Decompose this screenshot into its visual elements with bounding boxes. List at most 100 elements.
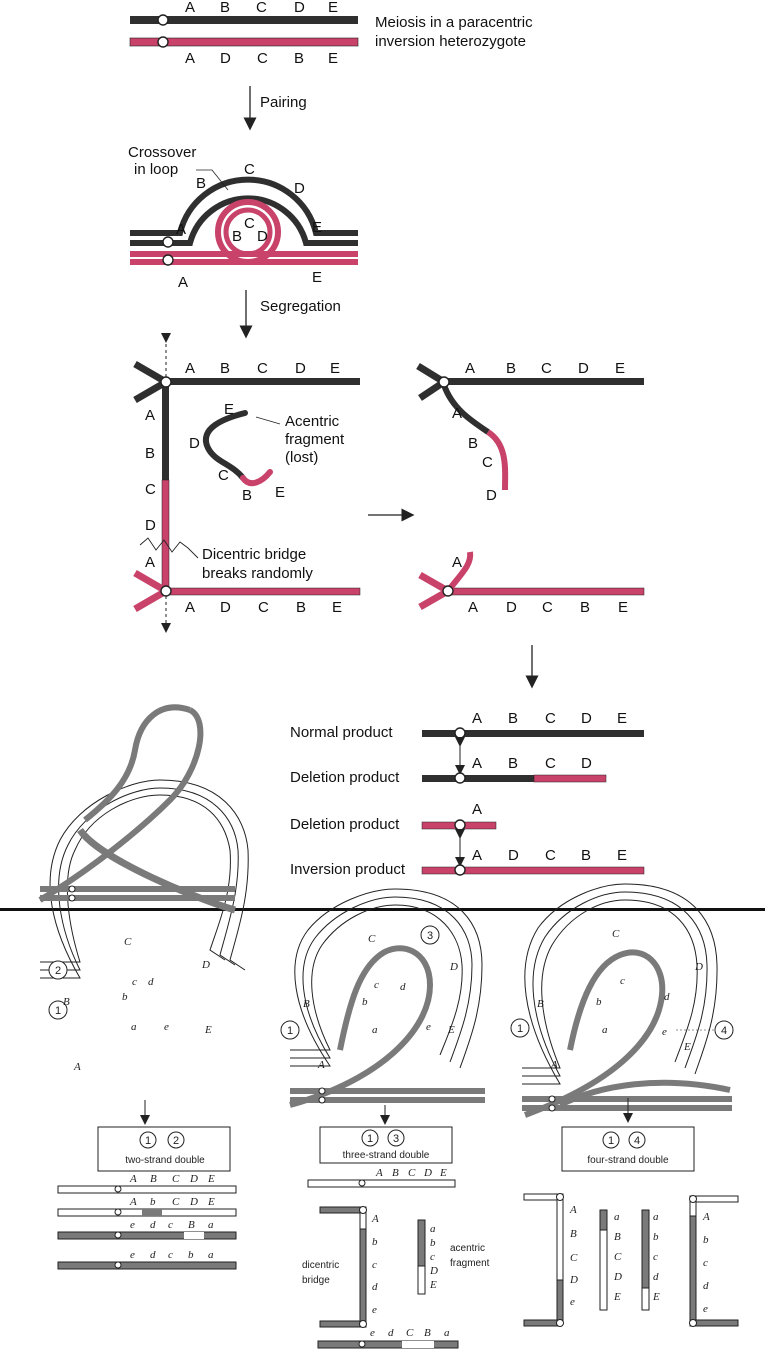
strand-letter: e [164, 1021, 169, 1033]
strand-letter: e [662, 1026, 667, 1038]
strand-letter: c [374, 979, 379, 991]
strand-letter: a [614, 1211, 620, 1223]
segregation-label: Segregation [260, 298, 341, 315]
gene-label: B [508, 755, 518, 772]
loop-label: C [244, 161, 255, 178]
strand-letter: A [317, 1059, 325, 1071]
crossover-number: 4 [721, 1025, 727, 1037]
panel-three-strand: 3 1 A B C D E a b c d e 1 3 three-strand… [280, 888, 490, 1349]
svg-text:a: a [208, 1219, 214, 1231]
strand-letters: A B C D E A b C D E e d c B a e d c b a [129, 1173, 215, 1261]
strand-letter: d [388, 1327, 394, 1339]
strand-letter: C [614, 1251, 622, 1263]
strand-letter: E [439, 1167, 447, 1179]
gene-label: E [328, 0, 338, 16]
arm-label: A [452, 554, 462, 571]
strand-letter: E [204, 1024, 212, 1036]
centromere [160, 376, 172, 388]
pairing-loop: Crossover in loop A B C D E B C D A E [128, 144, 358, 291]
strand-letter: c [653, 1251, 658, 1263]
anaphase-left: A B C D E A B C D A E D C B E Acentric f… [133, 333, 361, 633]
strand-letter: a [602, 1024, 608, 1036]
bridge-label: A [145, 407, 155, 424]
crossover-number: 1 [287, 1025, 293, 1037]
gene-label: E [617, 710, 627, 727]
strand-letter: e [426, 1021, 431, 1033]
gene-label: D [294, 0, 305, 16]
svg-text:e: e [130, 1249, 135, 1261]
strand-letter: b [362, 996, 368, 1008]
strand-letter: D [449, 961, 458, 973]
gene-label: D [578, 360, 589, 377]
panel-four-strand: 1 4 A B C D E a b c d e 1 4 four-strand … [510, 883, 739, 1327]
crossover-number: 1 [55, 1005, 61, 1017]
svg-text:A: A [129, 1196, 137, 1208]
strand-letter: A [371, 1213, 379, 1225]
gene-label: D [508, 847, 519, 864]
product-label: Inversion product [290, 861, 406, 878]
acentric-caption: (lost) [285, 449, 318, 466]
strand-letter: C [570, 1252, 578, 1264]
gene-label: A [472, 801, 482, 818]
loop-label: E [312, 269, 322, 286]
gene-label: D [581, 755, 592, 772]
product-label: Deletion product [290, 816, 400, 833]
svg-text:C: C [172, 1196, 180, 1208]
strand-letter: D [201, 959, 210, 971]
crossover-number: 2 [55, 965, 61, 977]
gene-label: E [618, 599, 628, 616]
crossover-box [97, 1126, 231, 1172]
dicentric-label: bridge [302, 1275, 330, 1286]
gene-label: C [545, 710, 556, 727]
gene-label: A [185, 599, 195, 616]
panel-two-strand: 2 1 A B C D E a b c d e 1 2 two-strand d… [38, 704, 249, 1270]
strand-letter: E [613, 1291, 621, 1303]
initial-chromosomes: A B C D E A D C B E Meiosis in a paracen… [129, 0, 533, 67]
crossover-label: Crossover [128, 144, 196, 161]
strand-letter: C [368, 933, 376, 945]
gene-label: C [542, 599, 553, 616]
svg-text:d: d [150, 1249, 156, 1261]
strand-letter: b [122, 991, 128, 1003]
strand-letter: A [73, 1061, 81, 1073]
arm-label: C [482, 454, 493, 471]
gene-label: C [545, 847, 556, 864]
acentric-letter: D [189, 435, 200, 452]
box-number: 3 [393, 1133, 399, 1145]
strand-letter: D [694, 961, 703, 973]
anaphase-right: A B C D E A B C D A A D C B E [416, 360, 645, 616]
strand-letter: b [653, 1231, 659, 1243]
strand-letter: b [703, 1234, 709, 1246]
crossover-box [561, 1126, 695, 1172]
strand-letter: D [569, 1274, 578, 1286]
gene-label: C [545, 755, 556, 772]
box-number: 1 [145, 1135, 151, 1147]
svg-text:B: B [150, 1173, 157, 1185]
strand-letter: c [372, 1259, 377, 1271]
svg-text:e: e [130, 1219, 135, 1231]
gene-label: E [328, 50, 338, 67]
box-label: three-strand double [343, 1150, 430, 1161]
strand-letter: b [596, 996, 602, 1008]
product-label: Normal product [290, 724, 393, 741]
acentric-caption: Acentric [285, 413, 340, 430]
acentric-letter: C [218, 467, 229, 484]
centromere [157, 36, 169, 48]
bridge-label: C [145, 481, 156, 498]
loop-inner-label: B [232, 228, 242, 245]
gene-label: A [468, 599, 478, 616]
strand-letter: c [620, 975, 625, 987]
gene-label: A [185, 50, 195, 67]
box-number: 2 [173, 1135, 179, 1147]
acentric-letter: B [242, 487, 252, 504]
product-label: Deletion product [290, 769, 400, 786]
strand-letter: c [703, 1257, 708, 1269]
strand-letter: a [372, 1024, 378, 1036]
strand-letter: d [653, 1271, 659, 1283]
strand-letter: E [447, 1024, 455, 1036]
gene-label: E [617, 847, 627, 864]
svg-text:B: B [188, 1219, 195, 1231]
paternal-chromosome [129, 37, 359, 47]
gene-label: D [220, 599, 231, 616]
loop-label: D [294, 180, 305, 197]
